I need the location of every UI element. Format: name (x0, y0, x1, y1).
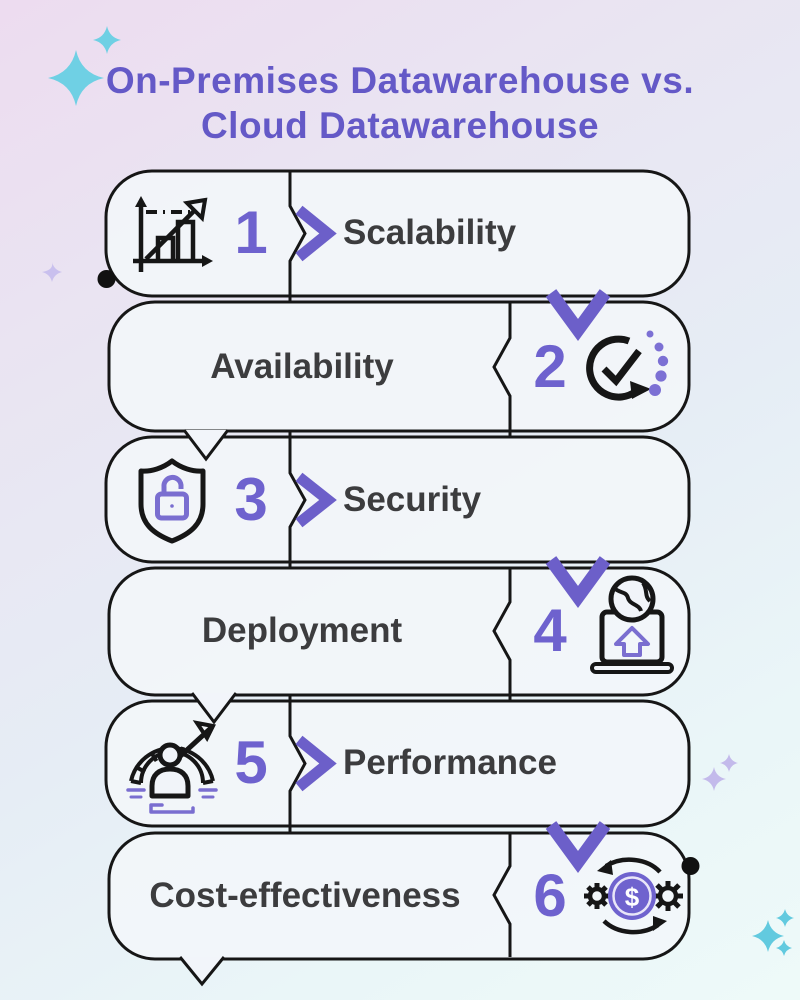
dollar-glyph: $ (625, 882, 640, 912)
divider-step-6 (492, 833, 512, 957)
step-number-6: 6 (533, 862, 567, 929)
step-2-box (107, 300, 691, 433)
sparkle-icon (702, 767, 726, 791)
tail-notch-icon (190, 692, 238, 725)
step-number-4: 4 (533, 597, 567, 664)
sparkle-icon (776, 940, 792, 956)
dollar-coin-icon (608, 872, 656, 920)
sparkle-icon (752, 920, 784, 952)
step-label-scalability: Scalability (343, 213, 517, 252)
step-boxes (104, 169, 691, 961)
chevron-down-icon (545, 556, 611, 609)
chevron-right-icon (295, 205, 337, 262)
laptop-globe-upload-icon (590, 575, 674, 674)
chevron-right-icon (295, 472, 337, 528)
end-dot (681, 857, 700, 875)
sparkle-icon (93, 26, 121, 54)
step-5-box (104, 699, 691, 828)
page-title-line-1: On-Premises Datawarehouse vs. (105, 60, 695, 101)
page-title-line-2: Cloud Datawarehouse (200, 105, 600, 147)
chevron-down-icon (545, 821, 611, 874)
gear-icon (653, 881, 683, 911)
page-title: On-Premises Datawarehouse vs. Cloud Data… (0, 58, 800, 148)
step-1-box (104, 169, 691, 298)
availability-refresh-check-icon (586, 330, 669, 401)
start-dot (97, 270, 116, 288)
step-number-5: 5 (234, 729, 268, 796)
divider-step-2 (492, 302, 512, 437)
chevron-right-icons (295, 205, 337, 792)
divider-step-1 (288, 171, 307, 302)
divider-lines (288, 171, 512, 957)
chevron-down-icons (545, 289, 611, 874)
step-3-box (104, 435, 691, 564)
sparkle-icon (776, 909, 794, 927)
growth-chart-icon (133, 196, 213, 272)
sparkle-icons (42, 26, 794, 956)
step-6-box (107, 831, 691, 961)
chevron-right-icon (295, 735, 337, 792)
step-label-security: Security (343, 480, 482, 519)
chevron-down-icon (545, 289, 611, 342)
tail-notch-icon (182, 429, 230, 462)
step-number-3: 3 (234, 466, 268, 533)
sparkle-icon (42, 262, 62, 282)
step-label-performance: Performance (343, 743, 557, 782)
step-4-box (107, 566, 691, 697)
step-label-deployment: Deployment (201, 611, 403, 650)
black-tail-notches (178, 429, 238, 987)
step-number-2: 2 (533, 333, 567, 400)
step-label-availability: Availability (210, 347, 394, 386)
gear-icon (584, 883, 610, 909)
money-gears-cycle-icon: $ (584, 857, 683, 935)
gauge-person-icon (126, 720, 218, 814)
sparkle-icon (720, 754, 738, 772)
divider-step-5 (288, 695, 307, 833)
divider-step-4 (492, 568, 512, 701)
step-number-1: 1 (234, 199, 268, 266)
sparkle-icon (48, 50, 104, 106)
divider-step-3 (288, 431, 307, 568)
step-label-cost-effectiveness: Cost-effectiveness (149, 876, 461, 915)
shield-lock-icon (138, 458, 206, 544)
tail-notch-icon (178, 956, 226, 987)
